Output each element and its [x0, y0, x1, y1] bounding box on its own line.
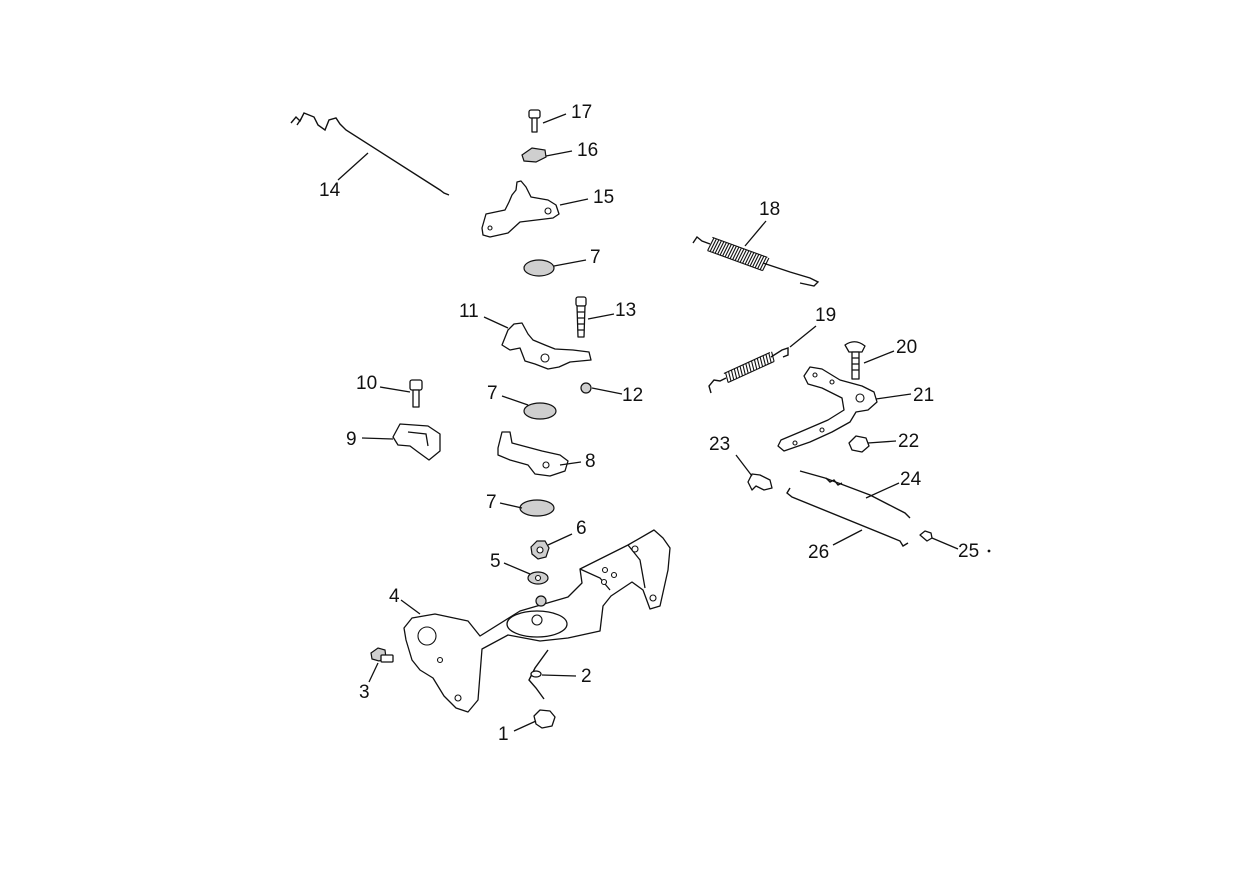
part-23-clip [747, 473, 773, 491]
part-14-link-rod [290, 112, 450, 196]
callout-26: 26 [808, 542, 829, 563]
part-7-washer-upper [523, 259, 555, 277]
part-7-washer-middle [523, 402, 557, 420]
leader-lines [337, 113, 959, 732]
part-13-bolt [575, 296, 587, 338]
callout-7-upper: 7 [590, 247, 601, 268]
part-25-nut [919, 530, 933, 542]
callout-10: 10 [356, 373, 377, 394]
part-11-lever [501, 322, 592, 370]
callout-1: 1 [498, 724, 509, 745]
part-1-nut [533, 709, 556, 729]
callout-19: 19 [815, 305, 836, 326]
part-4-control-bracket [403, 529, 671, 713]
part-3-screw [370, 647, 394, 663]
callout-2: 2 [581, 666, 592, 687]
callout-12: 12 [622, 385, 643, 406]
callout-13: 13 [615, 300, 636, 321]
callout-11: 11 [459, 301, 479, 322]
callout-7-middle: 7 [487, 383, 498, 404]
callout-20: 20 [896, 337, 917, 358]
callout-15: 15 [593, 187, 614, 208]
part-18-governor-spring [692, 235, 820, 287]
part-26-rod [786, 487, 909, 547]
callout-7-lower: 7 [486, 492, 497, 513]
part-24-rod [799, 470, 911, 519]
part-20-bolt [844, 341, 866, 380]
part-17-screw [528, 109, 541, 133]
callout-18: 18 [759, 199, 780, 220]
callout-16: 16 [577, 140, 598, 161]
callout-labels: 1 2 3 4 5 6 7 7 7 8 9 10 11 12 13 14 15 … [319, 102, 979, 745]
part-8-plate [497, 431, 569, 477]
callout-24: 24 [900, 469, 922, 490]
part-5-washer [527, 571, 549, 585]
part-10-bolt [409, 379, 423, 408]
callout-17: 17 [571, 102, 592, 123]
part-6-nut [530, 540, 550, 560]
part-16-washer [521, 147, 547, 163]
part-7-washer-lower [519, 499, 555, 517]
part-12-nut [580, 382, 592, 394]
callout-3: 3 [359, 682, 370, 703]
callout-6: 6 [576, 518, 587, 539]
part-21-bellcrank [777, 366, 878, 452]
part-19-spring [708, 347, 789, 394]
callout-9: 9 [346, 429, 357, 450]
part-22-nut [848, 435, 870, 453]
callout-22: 22 [898, 431, 919, 452]
part-15-lever [481, 180, 560, 238]
callout-8: 8 [585, 451, 596, 472]
callout-4: 4 [389, 586, 400, 607]
part-2-spring [528, 649, 549, 700]
callout-23: 23 [709, 434, 730, 455]
callout-25: 25 [958, 541, 979, 562]
callout-5: 5 [490, 551, 501, 572]
part-9-bracket [392, 423, 441, 461]
callout-21: 21 [913, 385, 934, 406]
callout-14: 14 [319, 180, 341, 201]
stray-dot [987, 549, 991, 553]
